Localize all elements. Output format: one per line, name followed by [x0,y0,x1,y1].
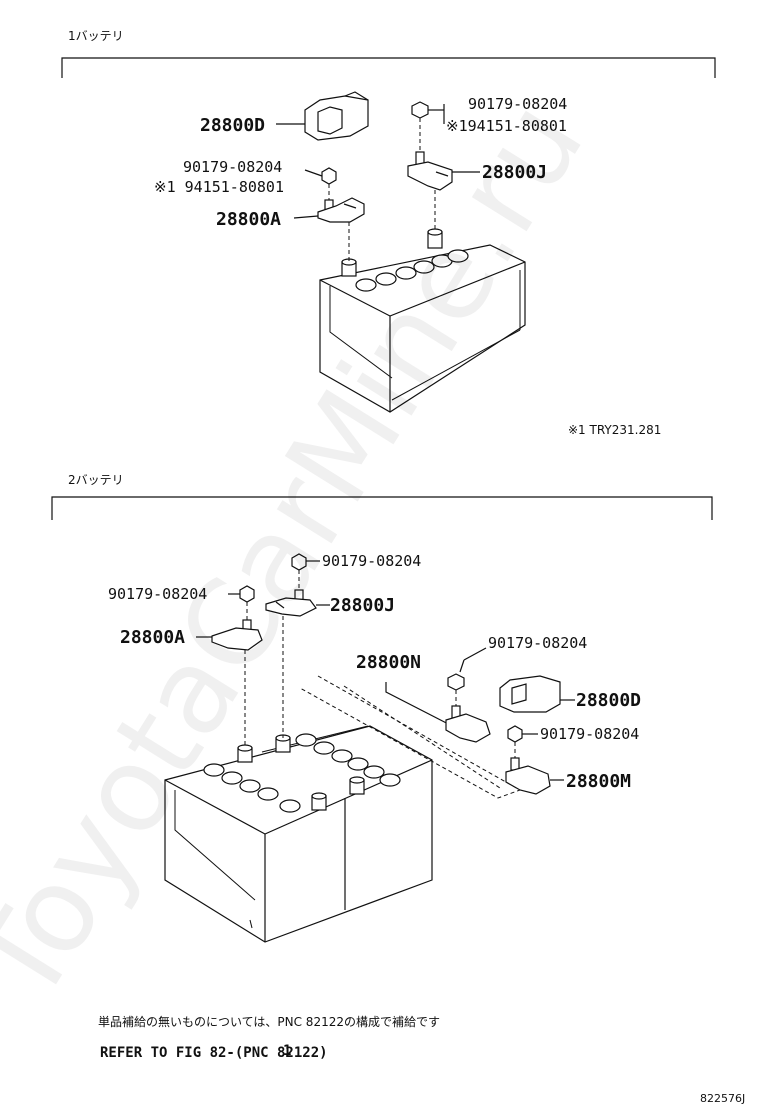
s2-label-pn-top: 90179-08204 [322,552,421,570]
s2-terminal-28800M [505,757,551,795]
s1-label-pn-left-b: ※1 94151-80801 [154,178,284,196]
s1-label-28800J: 28800J [482,162,547,183]
s2-terminal-28800N [445,705,491,743]
section-1-label: 1バッテリ [68,29,124,43]
s2-label-pn-left: 90179-08204 [108,585,207,603]
footer-refer: REFER TO FIG 82-(PNC 82122) [100,1045,328,1061]
s1-label-pn-top-a: 90179-08204 [468,95,567,113]
s2-label-pn-right: 90179-08204 [540,725,639,743]
s1-nut-left [321,167,337,185]
s1-label-28800A: 28800A [216,209,281,230]
s2-label-28800A: 28800A [120,627,185,648]
section-2-bracket [51,496,713,520]
battery-1-terminal-posts [341,228,443,277]
s1-terminal-28800J [407,151,453,191]
footer-note-jp: 単品補給の無いものについては、PNC 82122の構成で補給です [98,1014,440,1029]
battery-1-cell-caps [355,249,469,292]
s1-note-try: ※1 TRY231.281 [568,423,661,437]
s1-terminal-28800A [317,197,365,223]
battery-2-cell-caps [203,733,401,813]
s2-terminal-28800J [265,589,317,617]
section-2-label: 2バッテリ [68,473,124,487]
s1-label-pn-top-b: ※194151-80801 [446,117,567,135]
figure-code: 822576J [700,1092,745,1105]
s2-label-pn-mid: 90179-08204 [488,634,587,652]
s2-cable-28800N [299,675,522,799]
s1-nut-top [411,101,445,124]
s2-label-28800D: 28800D [576,690,641,711]
s1-terminal-cover-28800D [304,91,369,141]
s2-label-28800J: 28800J [330,595,395,616]
section-1-bracket [61,57,716,78]
battery-2-terminal-posts [237,734,365,811]
s2-terminal-28800A [211,619,263,651]
s2-nut-top [291,553,307,571]
battery-2 [164,725,433,943]
footer-refer-overlap: 1 [283,1043,291,1059]
s2-nut-right [507,725,523,743]
s2-label-28800M: 28800M [566,771,631,792]
s2-nut-mid [447,673,465,691]
s1-label-28800D: 28800D [200,115,265,136]
s2-nut-left [239,585,255,603]
battery-1 [319,228,526,413]
s2-terminal-cover-28800D [499,675,561,713]
s1-label-pn-left-a: 90179-08204 [183,158,282,176]
s2-label-28800N: 28800N [356,652,421,673]
